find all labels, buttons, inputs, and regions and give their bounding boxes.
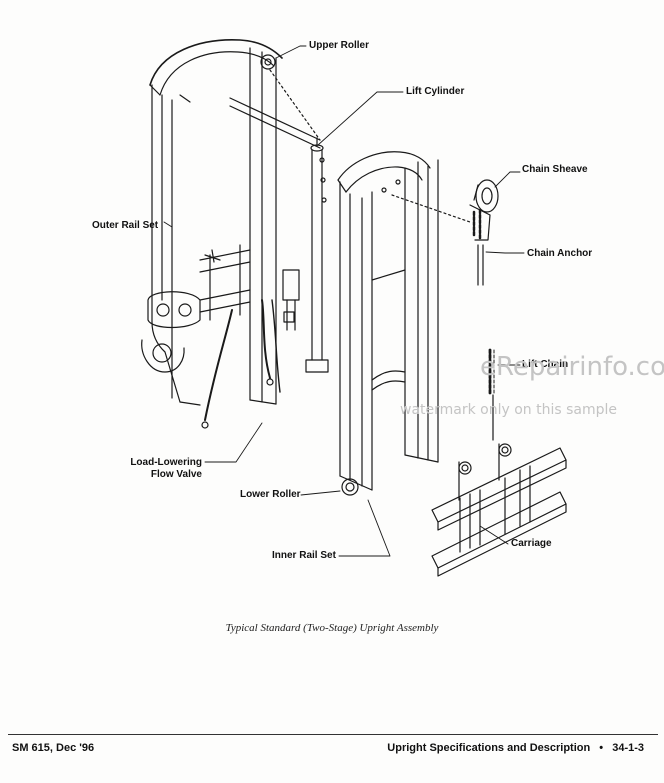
callout-outer-rail-set: Outer Rail Set [92, 220, 159, 231]
footer-rule [8, 734, 658, 735]
callout-chain-sheave: Chain Sheave [522, 164, 588, 175]
carriage [431, 443, 567, 577]
callout-lift-cylinder: Lift Cylinder [406, 86, 465, 97]
watermark-site: eRepairinfo.com [480, 352, 664, 382]
callout-load-lowering-line-1: Load-Lowering [130, 457, 202, 468]
outer-rail-set [141, 39, 321, 429]
footer-bullet: • [599, 742, 604, 754]
upright-assembly-diagram [141, 39, 567, 577]
callout-lower-roller: Lower Roller [240, 489, 301, 500]
callout-lift-chain: Lift Chain [522, 359, 569, 370]
callout-inner-rail-set: Inner Rail Set [272, 550, 336, 561]
watermark-note: watermark only on this sample [400, 402, 618, 418]
leader-lines [163, 45, 525, 557]
inner-rail-set [337, 151, 439, 496]
callout-upper-roller: Upper Roller [309, 40, 370, 51]
footer-section-title: Upright Specifications and Description [387, 742, 591, 754]
lift-cylinder [305, 137, 329, 373]
footer-doc-id: SM 615, Dec '96 [12, 742, 95, 754]
figure-caption: Typical Standard (Two-Stage) Upright Ass… [225, 622, 439, 634]
callout-load-lowering-line-2: Flow Valve [150, 469, 202, 480]
footer-section: Upright Specifications and Description •… [387, 742, 644, 754]
callout-chain-anchor: Chain Anchor [527, 248, 593, 259]
callout-carriage: Carriage [511, 538, 552, 549]
footer-page-number: 34-1-3 [612, 742, 644, 754]
chain-assembly [269, 69, 499, 441]
callout-load-lowering-flow-valve: Load-Lowering Flow Valve [98, 457, 202, 481]
